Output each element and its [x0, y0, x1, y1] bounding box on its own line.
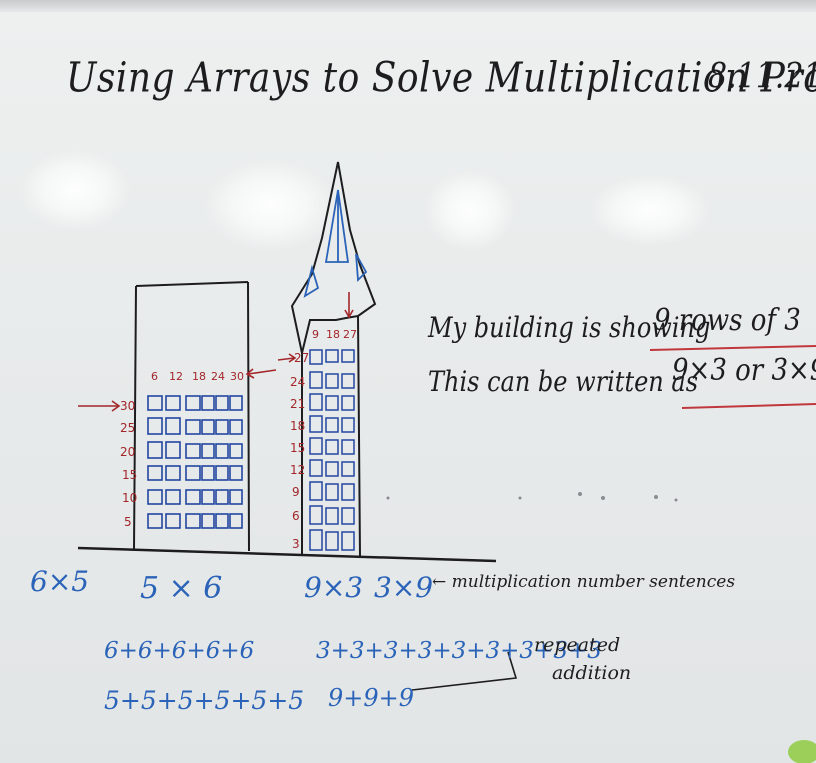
- addition-sixes: 6+6+6+6+6: [104, 638, 255, 664]
- building-left: [133, 281, 250, 552]
- board-date: 8.11.21: [708, 56, 816, 97]
- col-label: 18: [192, 370, 206, 383]
- pointer-line: [411, 651, 518, 691]
- corner-object: [788, 740, 816, 763]
- building-right: [290, 161, 377, 558]
- equation-9x3: 9×3: [304, 571, 364, 604]
- equation-6x5: 6×5: [30, 565, 90, 598]
- arrow-right-col: [245, 368, 277, 379]
- row-label: 12: [290, 463, 305, 477]
- row-label: 9: [292, 485, 300, 499]
- building-left-windows: [147, 395, 243, 529]
- row-label: 5: [124, 515, 132, 529]
- board-title: Using Arrays to Solve Multiplication Pro…: [66, 54, 816, 102]
- row-label: 27: [294, 351, 309, 365]
- row-label: 20: [120, 445, 135, 459]
- underline-rows: [649, 345, 816, 351]
- arrow-spire-col: [344, 292, 354, 319]
- repeated-label: repeated: [534, 634, 621, 656]
- light-glare: [590, 175, 710, 245]
- arrow-spire-row: [277, 353, 297, 363]
- arrow-left-row: [78, 400, 121, 412]
- col-label: 27: [343, 328, 357, 341]
- col-label: 30: [230, 370, 244, 383]
- addition-label: addition: [552, 662, 632, 684]
- light-glare: [425, 170, 515, 250]
- col-label: 24: [211, 370, 225, 383]
- row-label: 24: [290, 375, 305, 389]
- spire-details: [303, 189, 368, 298]
- sentence-line-2: This can be written as: [428, 365, 699, 398]
- col-label: 12: [169, 370, 183, 383]
- underline-written: [681, 403, 816, 409]
- row-label: 3: [292, 537, 300, 551]
- addition-fives: 5+5+5+5+5+5: [104, 686, 305, 715]
- row-label: 6: [292, 509, 300, 523]
- ground-line: [77, 546, 497, 563]
- row-label: 18: [290, 419, 305, 433]
- building-right-windows: [309, 349, 355, 551]
- sentence-line-1-highlight: 9 rows of 3: [654, 303, 801, 339]
- marker-specks: [386, 492, 678, 502]
- row-label: 30: [120, 399, 135, 413]
- row-label: 10: [122, 491, 137, 505]
- col-label: 18: [326, 328, 340, 341]
- col-label: 9: [312, 328, 319, 341]
- light-glare: [20, 150, 130, 230]
- board-frame: [0, 0, 816, 12]
- addition-nines: 9+9+9: [328, 684, 415, 712]
- building-left-row-labels: 30 25 20 15 10 5: [120, 399, 137, 529]
- row-label: 15: [122, 468, 137, 482]
- equation-5x6: 5 × 6: [140, 571, 223, 606]
- addition-threes: 3+3+3+3+3+3+3+3+3: [316, 638, 602, 664]
- equation-3x9: 3×9: [374, 571, 434, 604]
- row-label: 15: [290, 441, 305, 455]
- sentence-line-2-highlight: 9×3 or 3×9: [672, 353, 816, 389]
- light-glare: [205, 160, 335, 250]
- building-right-row-labels: 27 24 21 18 15 12 9 6 3: [290, 351, 309, 551]
- building-right-column-labels: 9 18 27: [312, 328, 357, 341]
- col-label: 6: [151, 370, 158, 383]
- row-label: 25: [120, 421, 135, 435]
- equation-note: ← multiplication number sentences: [432, 572, 736, 592]
- sentence-line-1: My building is showing: [428, 311, 711, 344]
- building-left-column-labels: 6 12 18 24 30: [151, 370, 244, 383]
- row-label: 21: [290, 397, 305, 411]
